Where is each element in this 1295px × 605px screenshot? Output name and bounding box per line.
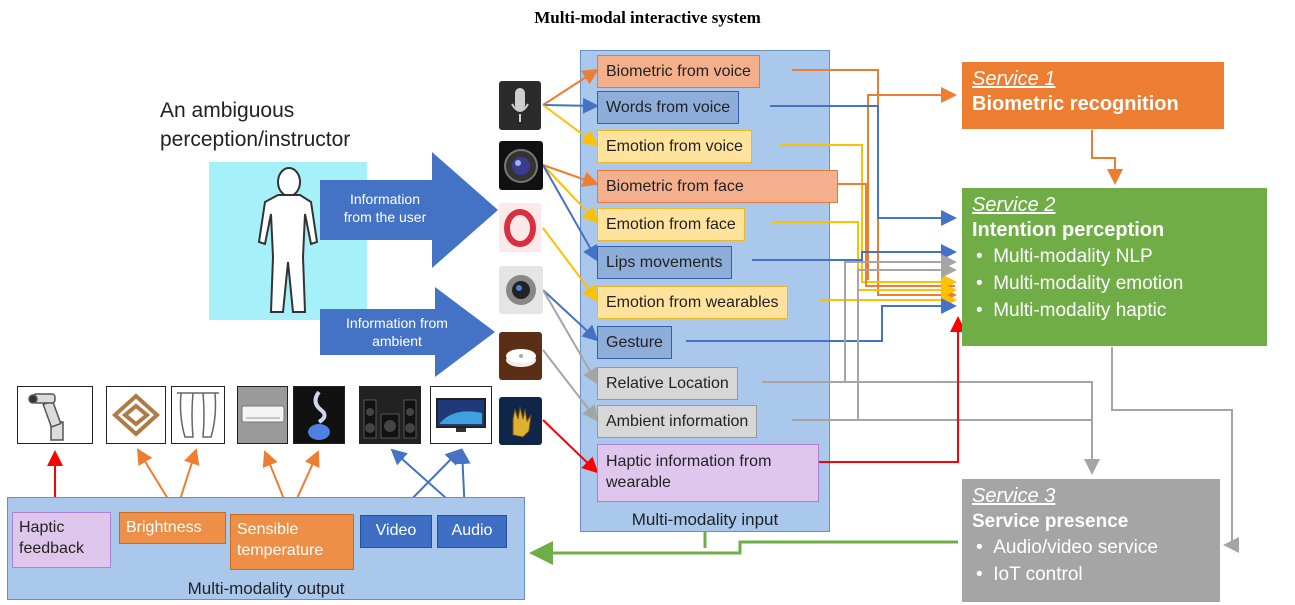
output-haptic-feedback: Haptic feedback <box>12 512 111 568</box>
input-gesture: Gesture <box>597 326 672 359</box>
output-panel-caption: Multi-modality output <box>187 579 345 598</box>
ambient-info-arrow-label: Information from ambient <box>346 315 448 349</box>
input-emotion-wearables: Emotion from wearables <box>597 286 788 319</box>
robot-arm-icon <box>17 386 93 444</box>
ambient-info-arrow <box>320 287 495 377</box>
service-1: Service 1 Biometric recognition <box>962 62 1224 129</box>
speakers-icon <box>359 386 421 444</box>
input-lips-movements: Lips movements <box>597 246 732 279</box>
input-emotion-face: Emotion from face <box>597 208 745 241</box>
person-icon <box>257 167 319 313</box>
input-biometric-face: Biometric from face <box>597 170 838 203</box>
user-figure <box>209 162 367 320</box>
service-3-subtitle: Service presence <box>972 511 1129 532</box>
diagram-title: Multi-modal interactive system <box>534 8 761 27</box>
input-relative-location: Relative Location <box>597 367 738 400</box>
camera-icon <box>499 141 543 190</box>
tv-icon <box>430 386 492 444</box>
service-1-title: Service 1 <box>972 68 1056 90</box>
output-video: Video <box>360 515 432 548</box>
output-sensible-temperature: Sensible temperature <box>230 514 354 570</box>
service-2-subtitle: Intention perception <box>972 219 1165 241</box>
haptic-glove-icon <box>499 397 542 445</box>
user-label: An ambiguous perception/instructor <box>160 99 351 151</box>
curtain-icon <box>171 386 225 444</box>
humidifier-icon <box>293 386 345 444</box>
input-emotion-voice: Emotion from voice <box>597 130 752 163</box>
wristband-icon <box>499 203 541 252</box>
service-2-item: • Multi-modality emotion <box>976 273 1184 294</box>
user-info-arrow-label: Information from the user <box>343 191 427 225</box>
input-haptic-wearable: Haptic information from wearable <box>597 444 819 502</box>
microphone-icon <box>499 81 541 130</box>
input-words-voice: Words from voice <box>597 91 740 124</box>
ambient-sensor-icon <box>499 332 542 380</box>
service-3-title: Service 3 <box>972 485 1056 507</box>
service-1-subtitle: Biometric recognition <box>972 93 1179 115</box>
service-2-item: • Multi-modality NLP <box>976 246 1153 267</box>
service-2-title: Service 2 <box>972 194 1056 216</box>
service-3: Service 3 Service presence • Audio/video… <box>962 479 1220 602</box>
service-3-item: • Audio/video service <box>976 537 1158 558</box>
service-2-item: • Multi-modality haptic <box>976 300 1167 321</box>
air-conditioner-icon <box>237 386 288 444</box>
input-ambient-information: Ambient information <box>597 405 758 438</box>
user-info-arrow <box>320 152 498 268</box>
input-panel-caption: Multi-modality input <box>631 510 779 529</box>
output-audio: Audio <box>437 515 507 548</box>
webcam-icon <box>499 266 543 314</box>
service-2: Service 2 Intention perception • Multi-m… <box>962 188 1267 346</box>
ceiling-lamp-icon <box>106 386 166 444</box>
input-biometric-voice: Biometric from voice <box>597 55 760 88</box>
service-3-item: • IoT control <box>976 564 1083 585</box>
output-brightness: Brightness <box>119 512 226 544</box>
